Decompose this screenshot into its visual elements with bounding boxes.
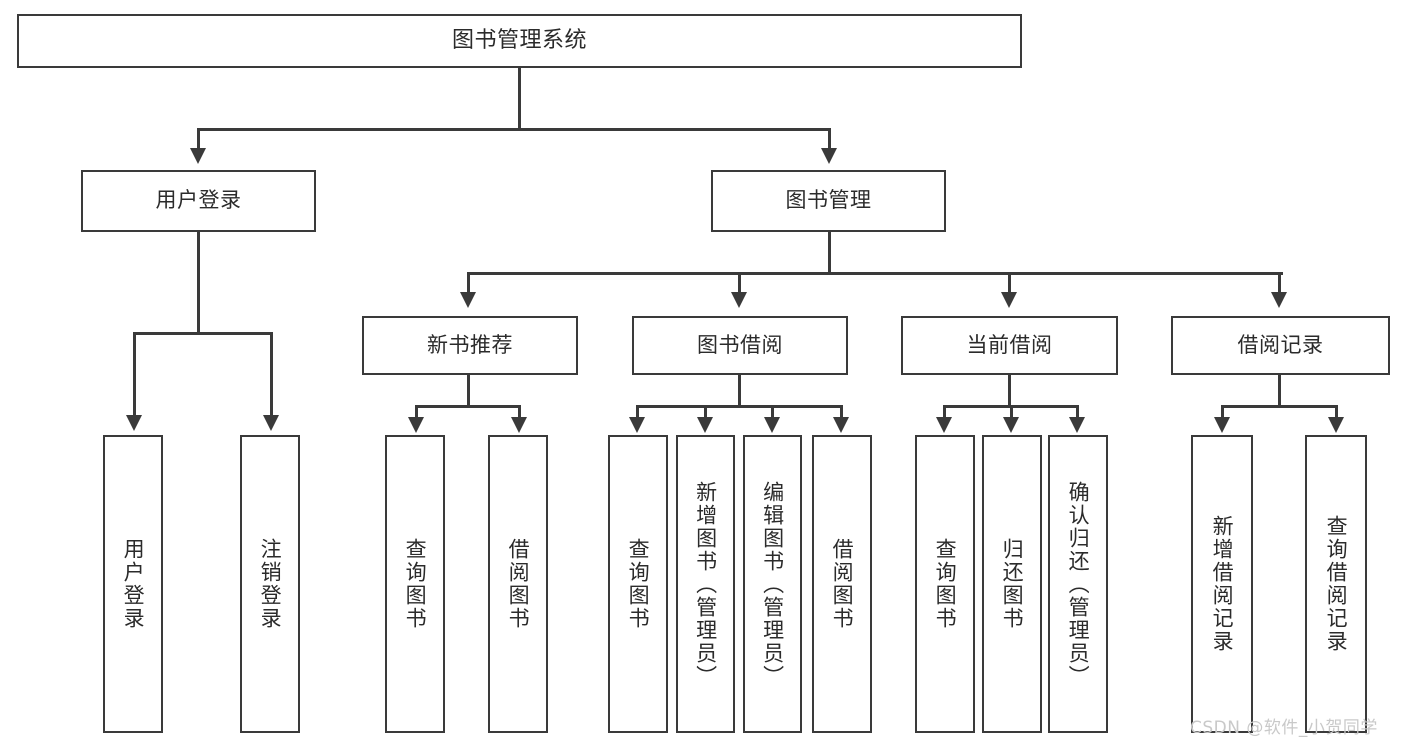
- connector-root-to-user-login: [197, 128, 200, 150]
- connector-bb-leaf-2: [704, 405, 707, 419]
- node-label: 查询图书: [933, 538, 958, 630]
- arrowhead-user-login: [190, 148, 206, 164]
- arrowhead-book-borrow: [731, 292, 747, 308]
- node-user-login[interactable]: 用户登录: [81, 170, 316, 232]
- arrowhead-bb-leaf-2: [697, 417, 713, 433]
- connector-root-stem: [518, 68, 521, 130]
- connector-cb-leaf-1: [943, 405, 946, 419]
- arrowhead-leaf-logout: [263, 415, 279, 431]
- arrowhead-br-leaf-1: [1214, 417, 1230, 433]
- connector-book-borrow-bus: [636, 405, 842, 408]
- leaf-logout[interactable]: 注销登录: [240, 435, 300, 733]
- connector-to-leaf-logout: [270, 332, 273, 417]
- connector-user-login-bus: [133, 332, 273, 335]
- arrowhead-cb-leaf-2: [1003, 417, 1019, 433]
- connector-nb-leaf-2: [518, 405, 521, 419]
- arrowhead-bb-leaf-3: [764, 417, 780, 433]
- node-label: 图书管理系统: [451, 27, 587, 53]
- node-label: 图书借阅: [697, 332, 783, 357]
- node-label: 借阅图书: [830, 538, 855, 630]
- csdn-watermark: CSDN @软件_小贺同学: [1190, 718, 1378, 738]
- node-label: 用户登录: [121, 538, 146, 630]
- node-label: 新增图书（管理员）: [693, 480, 718, 688]
- leaf-edit-book-admin[interactable]: 编辑图书（管理员）: [743, 435, 802, 733]
- arrowhead-book-mgmt: [821, 148, 837, 164]
- connector-to-borrow-record: [1278, 272, 1281, 294]
- node-label: 确认归还（管理员）: [1066, 480, 1091, 688]
- node-current-borrow[interactable]: 当前借阅: [901, 316, 1118, 375]
- arrowhead-nb-leaf-2: [511, 417, 527, 433]
- leaf-add-book-admin[interactable]: 新增图书（管理员）: [676, 435, 735, 733]
- arrowhead-cb-leaf-3: [1069, 417, 1085, 433]
- arrowhead-new-book: [460, 292, 476, 308]
- arrowhead-leaf-user-login: [126, 415, 142, 431]
- node-label: 查询图书: [626, 538, 651, 630]
- node-label: 归还图书: [1000, 538, 1025, 630]
- arrowhead-borrow-record: [1271, 292, 1287, 308]
- arrowhead-nb-leaf-1: [408, 417, 424, 433]
- connector-user-login-stem: [197, 232, 200, 334]
- connector-br-leaf-2: [1335, 405, 1338, 419]
- connector-borrow-record-stem: [1278, 375, 1281, 407]
- node-book-management[interactable]: 图书管理: [711, 170, 946, 232]
- connector-new-book-stem: [467, 375, 470, 407]
- connector-new-book-bus: [415, 405, 520, 408]
- connector-to-current-borrow: [1008, 272, 1011, 294]
- node-label: 编辑图书（管理员）: [760, 480, 785, 688]
- connector-root-bus: [197, 128, 830, 131]
- node-new-book-recommend[interactable]: 新书推荐: [362, 316, 578, 375]
- connector-bb-leaf-1: [636, 405, 639, 419]
- leaf-return-book[interactable]: 归还图书: [982, 435, 1042, 733]
- connector-to-book-borrow: [738, 272, 741, 294]
- leaf-confirm-return-admin[interactable]: 确认归还（管理员）: [1048, 435, 1108, 733]
- connector-cb-leaf-3: [1076, 405, 1079, 419]
- node-label: 新书推荐: [427, 332, 513, 357]
- connector-nb-leaf-1: [415, 405, 418, 419]
- leaf-borrow-book-new[interactable]: 借阅图书: [488, 435, 548, 733]
- node-label: 借阅记录: [1237, 332, 1324, 357]
- arrowhead-bb-leaf-1: [629, 417, 645, 433]
- connector-bb-leaf-4: [840, 405, 843, 419]
- connector-br-leaf-1: [1221, 405, 1224, 419]
- node-label: 当前借阅: [966, 332, 1053, 357]
- connector-bb-leaf-3: [771, 405, 774, 419]
- connector-current-borrow-stem: [1008, 375, 1011, 407]
- node-label: 注销登录: [258, 538, 283, 630]
- leaf-query-book-current[interactable]: 查询图书: [915, 435, 975, 733]
- connector-root-to-book-mgmt: [828, 128, 831, 150]
- connector-borrow-record-bus: [1221, 405, 1337, 408]
- node-borrow-record[interactable]: 借阅记录: [1171, 316, 1390, 375]
- leaf-query-book-borrow[interactable]: 查询图书: [608, 435, 668, 733]
- node-label: 新增借阅记录: [1210, 515, 1235, 653]
- node-label: 用户登录: [155, 188, 242, 213]
- connector-book-mgmt-stem: [828, 232, 831, 274]
- connector-book-mgmt-bus: [467, 272, 1283, 275]
- leaf-query-book-new[interactable]: 查询图书: [385, 435, 445, 733]
- arrowhead-bb-leaf-4: [833, 417, 849, 433]
- arrowhead-current-borrow: [1001, 292, 1017, 308]
- leaf-add-borrow-record[interactable]: 新增借阅记录: [1191, 435, 1253, 733]
- node-label: 查询图书: [403, 538, 428, 630]
- leaf-borrow-book[interactable]: 借阅图书: [812, 435, 872, 733]
- connector-book-borrow-stem: [738, 375, 741, 407]
- connector-to-new-book: [467, 272, 470, 294]
- node-root-system[interactable]: 图书管理系统: [17, 14, 1022, 68]
- arrowhead-br-leaf-2: [1328, 417, 1344, 433]
- node-label: 查询借阅记录: [1324, 515, 1349, 653]
- connector-cb-leaf-2: [1010, 405, 1013, 419]
- connector-to-leaf-user-login: [133, 332, 136, 417]
- node-label: 图书管理: [785, 188, 872, 213]
- node-book-borrow[interactable]: 图书借阅: [632, 316, 848, 375]
- node-label: 借阅图书: [506, 538, 531, 630]
- arrowhead-cb-leaf-1: [936, 417, 952, 433]
- leaf-query-borrow-record[interactable]: 查询借阅记录: [1305, 435, 1367, 733]
- leaf-user-login[interactable]: 用户登录: [103, 435, 163, 733]
